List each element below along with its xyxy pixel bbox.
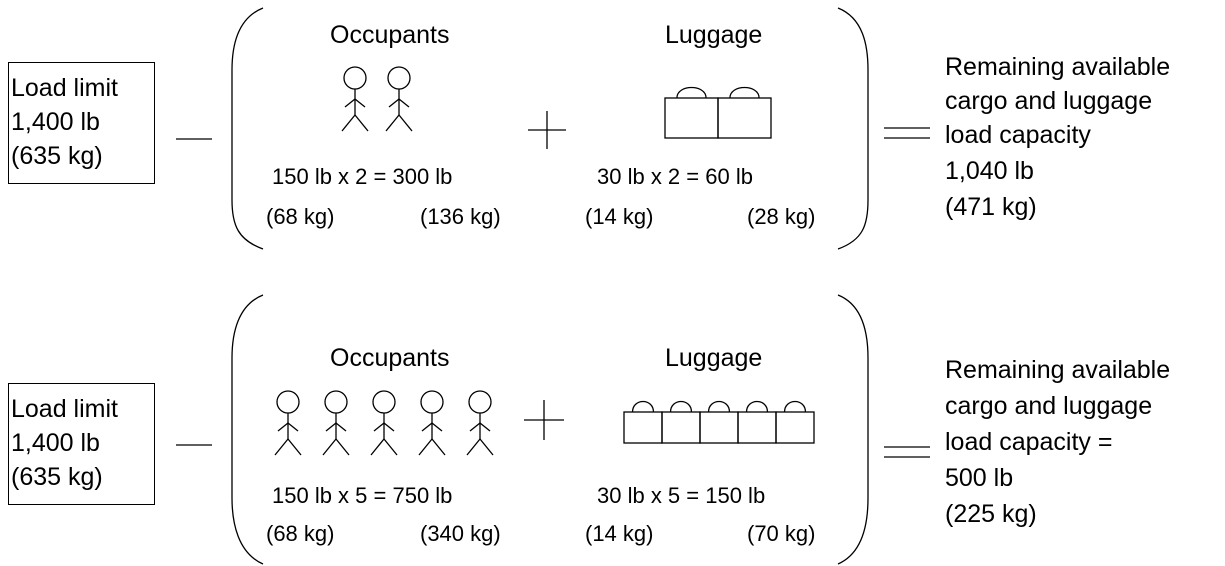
luggage-bag-icon — [661, 400, 701, 444]
luggage-figures — [664, 86, 772, 139]
occupants-kg-total: (136 kg) — [420, 204, 501, 229]
equals-sign — [884, 446, 930, 458]
occupants-kg-each: (68 kg) — [266, 204, 335, 229]
plus-sign — [524, 400, 564, 440]
load-equation-two-occupants: Load limit 1,400 lb (635 kg) Occupants L… — [8, 7, 1171, 250]
result-kg: (471 kg) — [945, 193, 1037, 221]
load-equation-five-occupants: Load limit 1,400 lb (635 kg) Occupants L… — [0, 283, 1225, 566]
occupant-figure-icon — [341, 66, 369, 132]
load-limit-lb: 1,400 lb — [11, 108, 100, 136]
right-paren — [837, 7, 869, 250]
occupants-title: Occupants — [330, 344, 450, 372]
luggage-figures — [623, 400, 815, 444]
luggage-bag-icon — [775, 400, 815, 444]
luggage-calc-lb: 30 lb x 5 = 150 lb — [597, 483, 766, 508]
occupants-title: Occupants — [330, 21, 450, 49]
left-paren — [231, 294, 264, 565]
load-limit-lb: 1,400 lb — [11, 429, 100, 457]
luggage-title: Luggage — [665, 344, 763, 372]
occupants-calc-lb: 150 lb x 2 = 300 lb — [272, 164, 453, 189]
result-kg: (225 kg) — [945, 500, 1037, 528]
right-paren — [837, 294, 869, 565]
left-paren — [231, 7, 264, 250]
equals-sign — [884, 127, 930, 139]
luggage-bag-icon — [664, 86, 719, 139]
result-lb: 1,040 lb — [945, 157, 1034, 185]
plus-sign — [528, 111, 566, 149]
equation-symbols — [176, 7, 930, 250]
result-line-2: cargo and luggage — [945, 392, 1153, 420]
occupants-kg-each: (68 kg) — [266, 521, 335, 546]
result-lb: 500 lb — [945, 464, 1014, 492]
luggage-calc-lb: 30 lb x 2 = 60 lb — [597, 164, 753, 189]
luggage-kg-each: (14 kg) — [585, 204, 654, 229]
result-line-1: Remaining available — [945, 53, 1171, 81]
luggage-bag-icon — [717, 86, 772, 139]
occupant-figures — [274, 390, 494, 456]
result-line-1: Remaining available — [945, 356, 1171, 384]
occupants-calc-lb: 150 lb x 5 = 750 lb — [272, 483, 453, 508]
load-limit-box: Load limit 1,400 lb (635 kg) — [8, 62, 155, 184]
luggage-bag-icon — [699, 400, 739, 444]
load-limit-kg: (635 kg) — [11, 142, 103, 170]
equation-symbols — [176, 294, 930, 565]
load-limit-label: Load limit — [11, 395, 118, 423]
load-limit-box: Load limit 1,400 lb (635 kg) — [8, 383, 155, 505]
load-limit-kg: (635 kg) — [11, 463, 103, 491]
occupant-figure-icon — [274, 390, 302, 456]
result-line-2: cargo and luggage — [945, 87, 1153, 115]
result-line-3: load capacity — [945, 121, 1091, 149]
luggage-bag-icon — [737, 400, 777, 444]
occupant-figure-icon — [418, 390, 446, 456]
luggage-kg-total: (28 kg) — [747, 204, 816, 229]
occupant-figure-icon — [322, 390, 350, 456]
occupants-kg-total: (340 kg) — [420, 521, 501, 546]
result-line-3: load capacity = — [945, 428, 1113, 456]
occupant-figure-icon — [370, 390, 398, 456]
luggage-kg-total: (70 kg) — [747, 521, 816, 546]
load-limit-label: Load limit — [11, 74, 118, 102]
occupant-figure-icon — [385, 66, 413, 132]
occupant-figure-icon — [466, 390, 494, 456]
luggage-kg-each: (14 kg) — [585, 521, 654, 546]
luggage-bag-icon — [623, 400, 663, 444]
luggage-title: Luggage — [665, 21, 763, 49]
occupant-figures — [341, 66, 413, 132]
